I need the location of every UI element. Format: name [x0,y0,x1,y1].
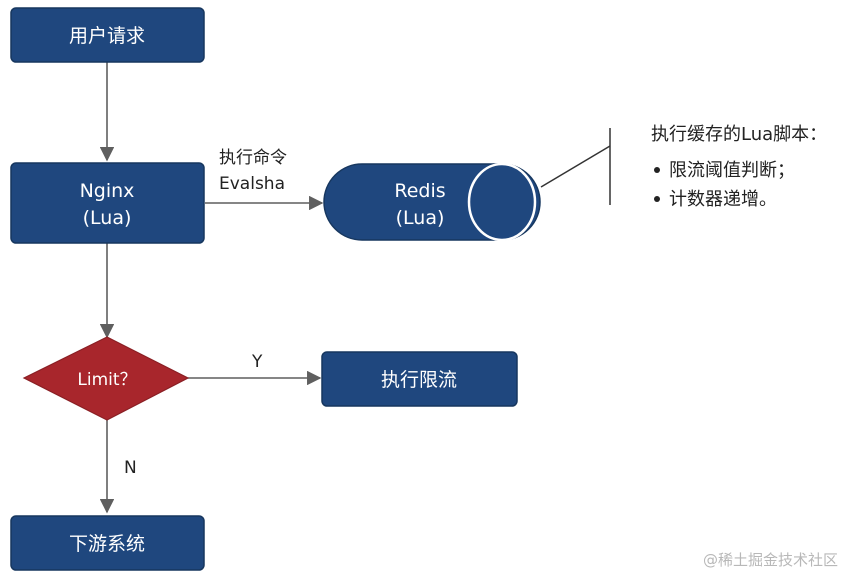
bullet-icon [654,196,660,202]
node-user-request: 用户请求 [10,7,205,63]
rate-limit-label: 执行限流 [381,369,457,391]
downstream-label: 下游系统 [69,533,145,555]
note-box: 执行缓存的Lua脚本： 限流阈值判断； 计数器递增。 [651,124,827,210]
node-decision: Limit？ [22,336,190,421]
watermark: @稀土掘金技术社区 [703,551,838,569]
note-title: 执行缓存的Lua脚本： [651,124,827,145]
redis-label-line2: (Lua) [396,207,445,229]
node-rate-limit: 执行限流 [321,351,518,407]
decision-label: Limit？ [77,370,136,390]
edge-label-yes: Y [251,352,263,372]
nginx-label-line1: Nginx [80,180,135,202]
nginx-label-line2: (Lua) [83,207,132,229]
bullet-icon [654,167,660,173]
edge-label-command: 执行命令 [219,148,287,168]
edge-label-no: N [124,458,137,478]
user-request-label: 用户请求 [69,25,145,47]
note-item-threshold: 限流阈值判断； [669,160,795,181]
note-leader-line [540,145,611,188]
node-redis: Redis (Lua) [323,162,541,242]
node-downstream: 下游系统 [10,515,205,571]
node-nginx: Nginx (Lua) [10,162,205,244]
edge-label-evalsha: Evalsha [219,174,285,194]
note-item-counter: 计数器递增。 [669,189,777,210]
redis-label-line1: Redis [394,180,445,202]
